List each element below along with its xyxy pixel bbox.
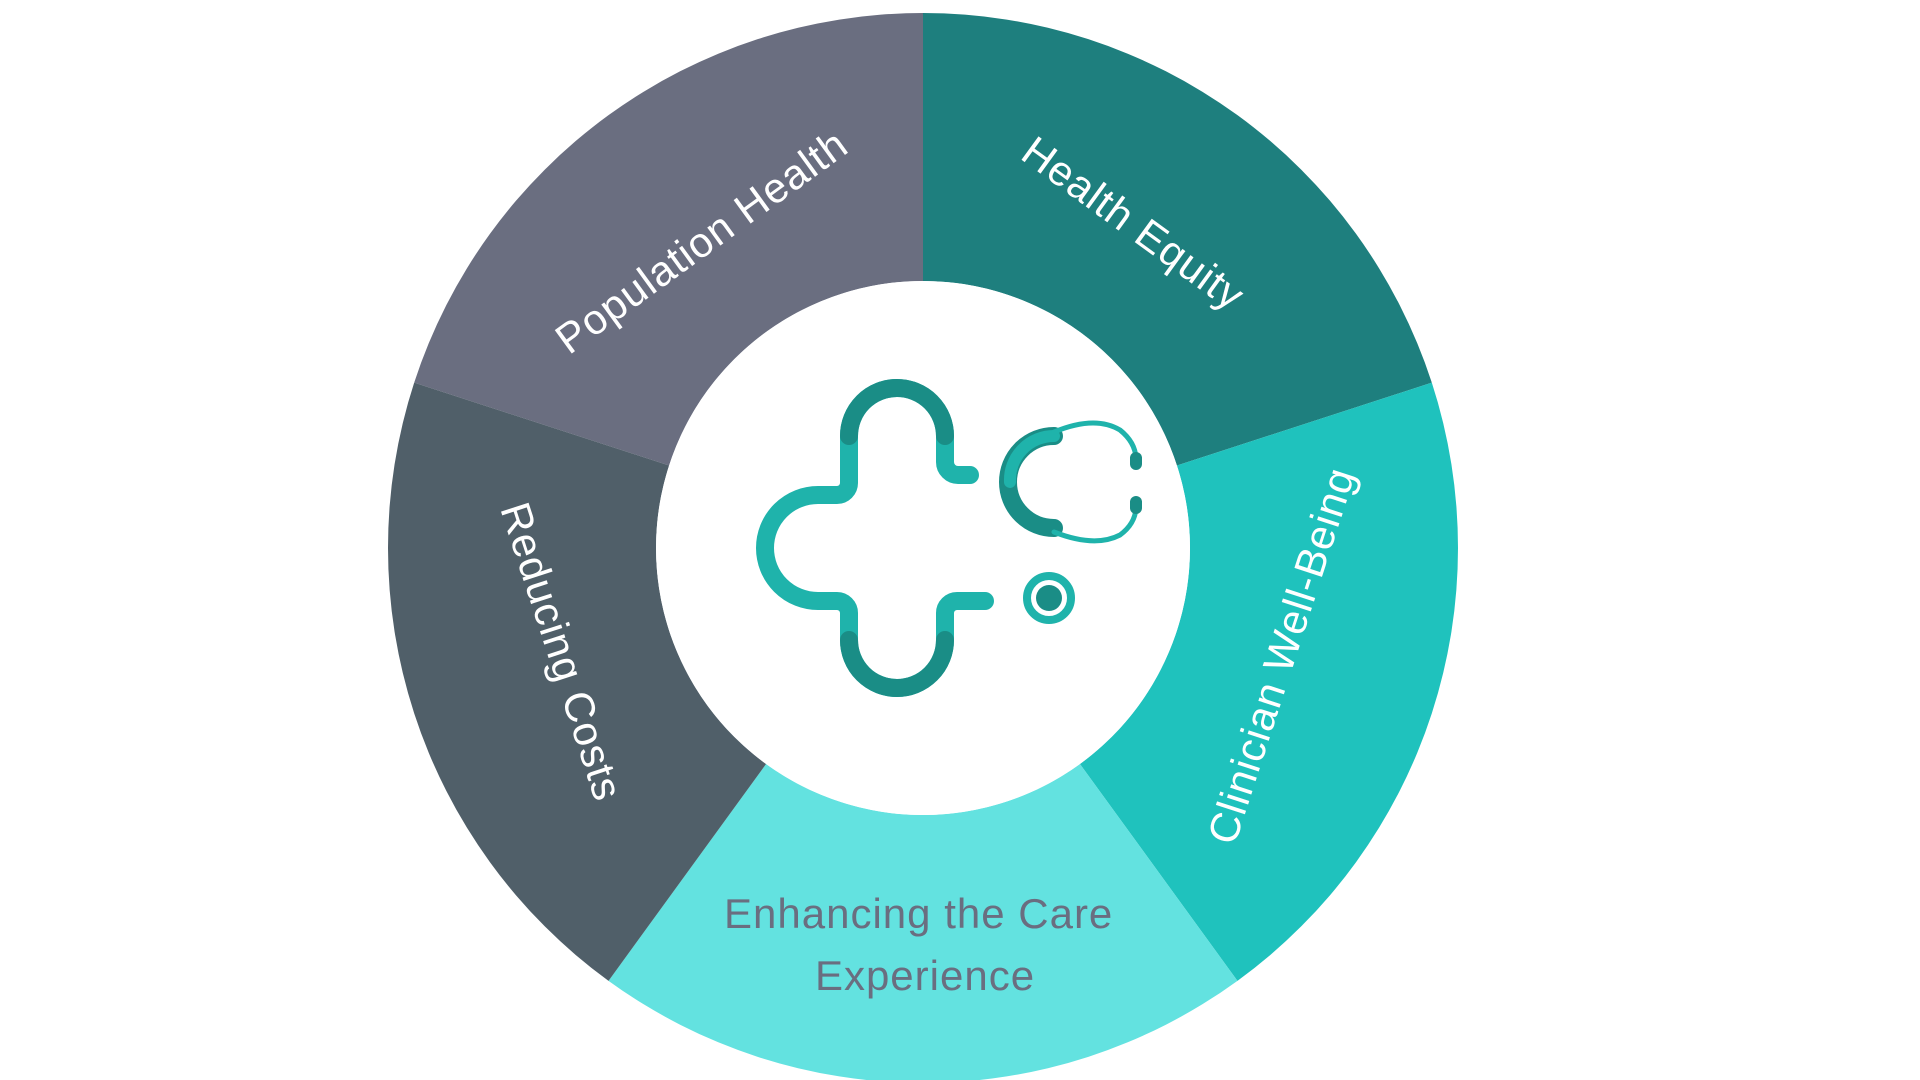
wheel-segments: [388, 13, 1458, 1080]
segment-clinician-well-being: [1079, 382, 1458, 981]
label-enhancing-care-experience: Enhancing the Care Experience: [724, 890, 1126, 999]
label-enhancing-line-1: Enhancing the Care: [724, 890, 1113, 937]
cross-shade-top: [840, 379, 954, 445]
stethoscope-eartip-top: [1130, 452, 1142, 470]
center-disc: [656, 281, 1190, 815]
stethoscope-earpiece-arc-light: [1003, 429, 1060, 488]
segment-reducing-costs: [388, 382, 767, 981]
stethoscope-earpiece-bottom: [1051, 505, 1139, 544]
cross-shade-bottom: [840, 631, 954, 697]
segment-enhancing-care-experience: [608, 764, 1238, 1080]
stethoscope-eartip-bottom: [1130, 496, 1142, 514]
medical-cross-stethoscope-icon: [756, 379, 1142, 697]
stethoscope-chestpiece-core: [1036, 585, 1062, 611]
segment-health-equity: [923, 13, 1432, 466]
label-enhancing-line-2: Experience: [815, 952, 1035, 999]
stethoscope-earpiece-top: [1051, 420, 1139, 461]
segment-population-health: [414, 13, 923, 466]
